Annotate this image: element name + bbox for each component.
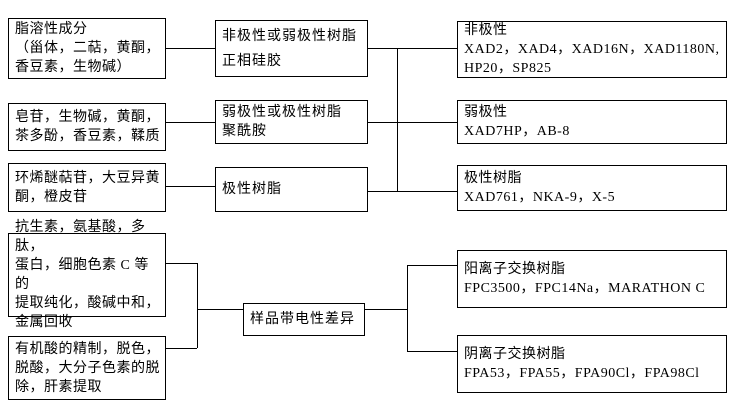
box-lipid-soluble-components: 脂溶性成分 （甾体，二萜，黄酮， 香豆素，生物碱）: [8, 18, 166, 79]
box-polar-resin: 极性树脂: [215, 167, 368, 212]
box-nonpolar-resins-text: 非极性 XAD2，XAD4，XAD16N，XAD1180N, HP20，SP82…: [464, 23, 720, 76]
box-organic-acid-refining: 有机酸的精制，脱色， 脱酸，大分子色素的脱 除，肝素提取: [8, 336, 166, 400]
box-antibiotics-amino-acids-text: 抗生素，氨基酸，多肽， 蛋白，细胞色素 C 等的 提取纯化，酸碱中和， 金属回收: [15, 220, 160, 330]
box-nonpolar-or-weakly-polar-resin-text: 非极性或弱极性树脂 正相硅胶: [222, 28, 357, 69]
box-polar-resin-text: 极性树脂: [222, 182, 282, 197]
box-nonpolar-or-weakly-polar-resin: 非极性或弱极性树脂 正相硅胶: [215, 20, 368, 77]
box-saponins-alkaloids: 皂苷，生物碱，黄酮， 茶多酚，香豆素，鞣质: [8, 103, 166, 151]
box-weakly-polar-resins-text: 弱极性 XAD7HP，AB-8: [464, 105, 570, 139]
box-antibiotics-amino-acids: 抗生素，氨基酸，多肽， 蛋白，细胞色素 C 等的 提取纯化，酸碱中和， 金属回收: [8, 220, 166, 330]
box-weakly-polar-resins: 弱极性 XAD7HP，AB-8: [457, 100, 727, 144]
box-iridoid-glycosides-text: 环烯醚萜苷，大豆异黄 酮，橙皮苷: [15, 170, 160, 205]
box-iridoid-glycosides: 环烯醚萜苷，大豆异黄 酮，橙皮苷: [8, 163, 166, 212]
box-sample-charge-difference: 样品带电性差异: [243, 303, 365, 336]
box-anion-exchange-resins-text: 阴离子交换树脂 FPA53，FPA55，FPA90Cl，FPA98Cl: [464, 347, 700, 381]
box-weakly-polar-or-polar-resin: 弱极性或极性树脂 聚酰胺: [215, 100, 368, 144]
box-sample-charge-difference-text: 样品带电性差异: [250, 312, 355, 327]
box-nonpolar-resins: 非极性 XAD2，XAD4，XAD16N，XAD1180N, HP20，SP82…: [457, 21, 727, 78]
box-cation-exchange-resins-text: 阳离子交换树脂 FPC3500，FPC14Na，MARATHON C: [464, 262, 706, 296]
box-polar-resins: 极性树脂 XAD761，NKA-9，X-5: [457, 165, 727, 211]
box-organic-acid-refining-text: 有机酸的精制，脱色， 脱酸，大分子色素的脱 除，肝素提取: [15, 341, 160, 395]
box-weakly-polar-or-polar-resin-text: 弱极性或极性树脂 聚酰胺: [222, 105, 342, 139]
box-anion-exchange-resins: 阴离子交换树脂 FPA53，FPA55，FPA90Cl，FPA98Cl: [457, 335, 727, 393]
box-saponins-alkaloids-text: 皂苷，生物碱，黄酮， 茶多酚，香豆素，鞣质: [15, 110, 160, 144]
box-lipid-soluble-components-text: 脂溶性成分 （甾体，二萜，黄酮， 香豆素，生物碱）: [15, 22, 160, 75]
box-polar-resins-text: 极性树脂 XAD761，NKA-9，X-5: [464, 171, 616, 205]
box-cation-exchange-resins: 阳离子交换树脂 FPC3500，FPC14Na，MARATHON C: [457, 250, 727, 308]
